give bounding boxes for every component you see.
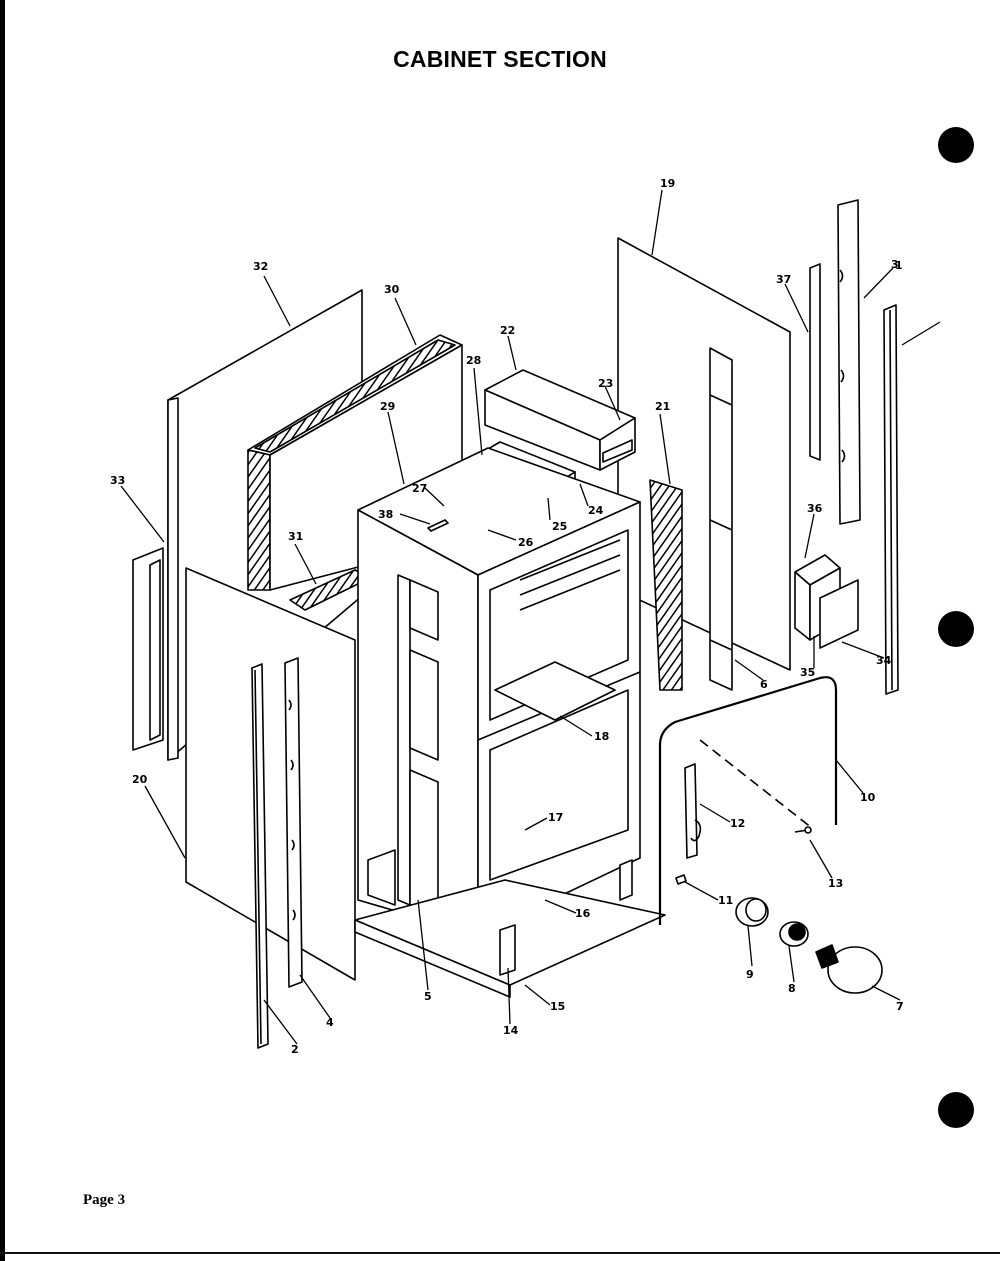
callout-32: 32 xyxy=(253,260,268,273)
front-trim-strip xyxy=(251,663,269,1049)
light-bulb xyxy=(815,944,883,994)
lamp-socket xyxy=(779,921,809,947)
callout-15: 15 xyxy=(550,1000,565,1013)
callout-22: 22 xyxy=(500,324,515,337)
callout-10: 10 xyxy=(860,791,876,804)
long-rail xyxy=(883,304,899,695)
bottom-pan xyxy=(354,849,666,998)
callout-6: 6 xyxy=(760,678,768,691)
callout-2: 2 xyxy=(291,1043,299,1056)
callout-12: 12 xyxy=(730,817,745,830)
long-trim-channel xyxy=(837,199,861,525)
lens-cover xyxy=(735,897,769,927)
callout-3: 3 xyxy=(891,258,899,271)
callout-38: 38 xyxy=(378,508,393,521)
callout-37: 37 xyxy=(776,273,791,286)
left-side-panel xyxy=(185,567,356,981)
callout-26: 26 xyxy=(518,536,534,549)
callout-25: 25 xyxy=(552,520,567,533)
callout-4: 4 xyxy=(326,1016,334,1029)
punch-hole-bottom xyxy=(938,1092,974,1128)
clip xyxy=(675,874,687,885)
callout-34: 34 xyxy=(876,654,892,667)
right-insulation xyxy=(649,479,683,691)
callout-1: 1 xyxy=(895,259,903,272)
scan-edge-left xyxy=(0,0,5,1261)
punch-hole-top xyxy=(938,127,974,163)
light-bracket-wire xyxy=(658,676,838,925)
callout-30: 30 xyxy=(384,283,400,296)
screw xyxy=(794,826,812,834)
callout-17: 17 xyxy=(548,811,563,824)
callout-27: 27 xyxy=(412,482,427,495)
callout-24: 24 xyxy=(588,504,604,517)
callout-9: 9 xyxy=(746,968,754,981)
callout-8: 8 xyxy=(788,982,796,995)
callout-14: 14 xyxy=(503,1024,519,1037)
callout-23: 23 xyxy=(598,377,613,390)
callout-36: 36 xyxy=(807,502,823,515)
side-trim-strip xyxy=(284,657,303,988)
callout-13: 13 xyxy=(828,877,843,890)
right-side-panel xyxy=(617,237,791,671)
callout-11: 11 xyxy=(718,894,733,907)
page-title: CABINET SECTION xyxy=(393,46,607,72)
callout-29: 29 xyxy=(380,400,395,413)
callout-35: 35 xyxy=(800,666,815,679)
vertical-strip xyxy=(809,263,821,461)
callout-21: 21 xyxy=(655,400,670,413)
scan-edge-bottom xyxy=(0,1252,1000,1254)
oven-cabinet-frame xyxy=(357,447,641,936)
callout-33: 33 xyxy=(110,474,125,487)
leader-lines xyxy=(120,189,941,1045)
callout-19: 19 xyxy=(660,177,675,190)
callout-31: 31 xyxy=(288,530,303,543)
callout-7: 7 xyxy=(896,1000,904,1013)
right-channel xyxy=(709,347,733,691)
control-box xyxy=(794,554,859,649)
callout-28: 28 xyxy=(466,354,481,367)
side-trim-panel xyxy=(132,547,164,751)
callout-5: 5 xyxy=(424,990,432,1003)
callout-18: 18 xyxy=(594,730,609,743)
assembly-line xyxy=(699,739,813,829)
callout-16: 16 xyxy=(575,907,591,920)
page-number: Page 3 xyxy=(83,1192,126,1208)
top-duct-box xyxy=(484,369,636,471)
punch-hole-middle xyxy=(938,611,974,647)
callout-20: 20 xyxy=(132,773,148,786)
light-socket-bracket xyxy=(684,763,702,859)
